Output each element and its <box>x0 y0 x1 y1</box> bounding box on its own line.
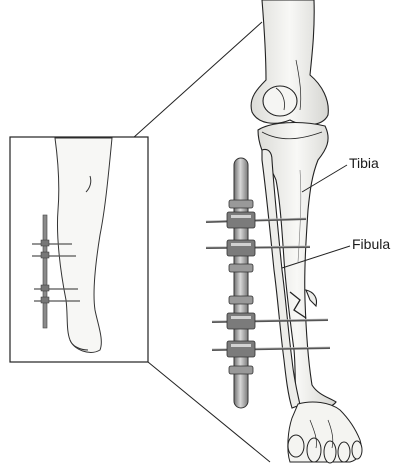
fibula-label: Fibula <box>352 236 390 252</box>
foot-bones <box>288 402 362 463</box>
tibia-label: Tibia <box>349 155 379 171</box>
femur-bone <box>251 0 328 125</box>
leg-inset <box>10 137 148 362</box>
